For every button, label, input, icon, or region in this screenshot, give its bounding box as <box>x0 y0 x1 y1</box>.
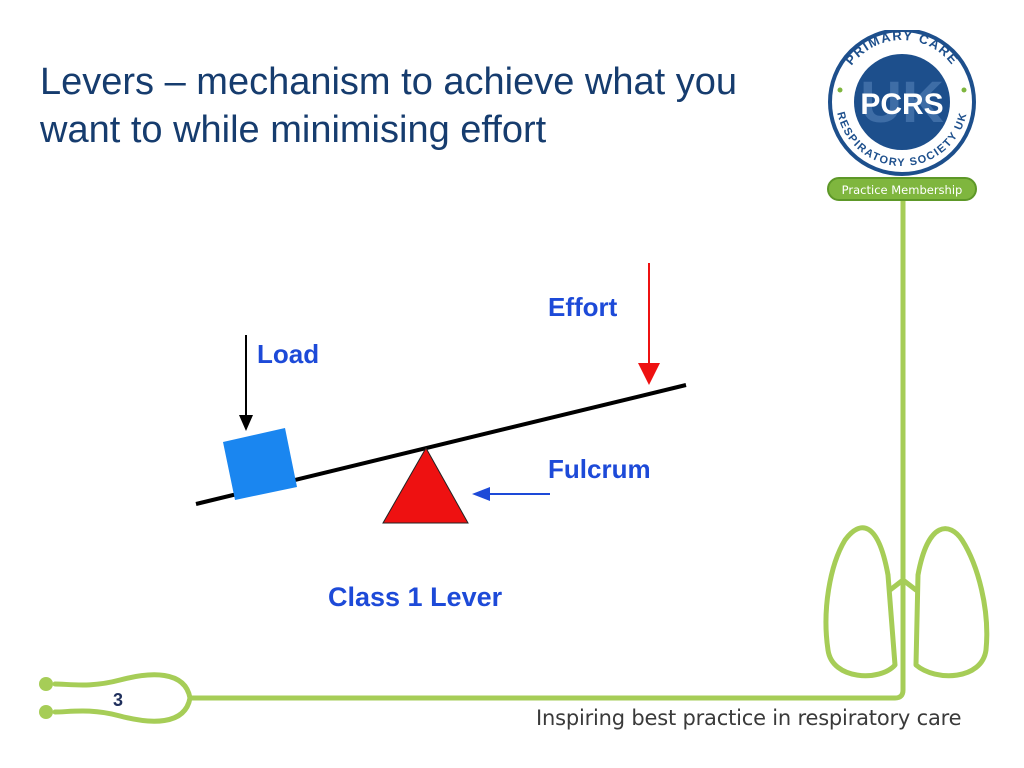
effort-label: Effort <box>548 292 618 322</box>
diagram-caption: Class 1 Lever <box>328 582 503 612</box>
fulcrum-triangle <box>382 446 469 524</box>
logo-center-text: PCRS <box>860 88 943 121</box>
pcrs-logo: UK PCRS PRIMARY CARE RESPIRATORY SOCIETY… <box>827 30 977 201</box>
logo-watermark: UK <box>860 70 944 135</box>
stethoscope-icon <box>52 672 193 724</box>
load-box <box>223 428 297 500</box>
fulcrum-label: Fulcrum <box>548 454 651 484</box>
lungs-icon <box>823 525 990 679</box>
tagline: Inspiring best practice in respiratory c… <box>536 706 962 730</box>
page-number: 3 <box>112 690 123 710</box>
membership-badge <box>827 177 977 201</box>
lever-diagram: Load Effort Fulcrum Class 1 Lever <box>195 263 687 612</box>
fulcrum-arrow <box>472 487 550 501</box>
stethoscope-earpiece-bottom <box>39 705 53 719</box>
stethoscope-earpiece-top <box>39 677 53 691</box>
load-arrow <box>239 335 253 431</box>
slide-title: Levers – mechanism to achieve what you w… <box>40 61 738 151</box>
stethoscope-tube <box>187 197 906 701</box>
membership-badge-label: Practice Membership <box>842 183 963 197</box>
load-label: Load <box>257 339 319 369</box>
effort-arrow <box>638 263 660 385</box>
